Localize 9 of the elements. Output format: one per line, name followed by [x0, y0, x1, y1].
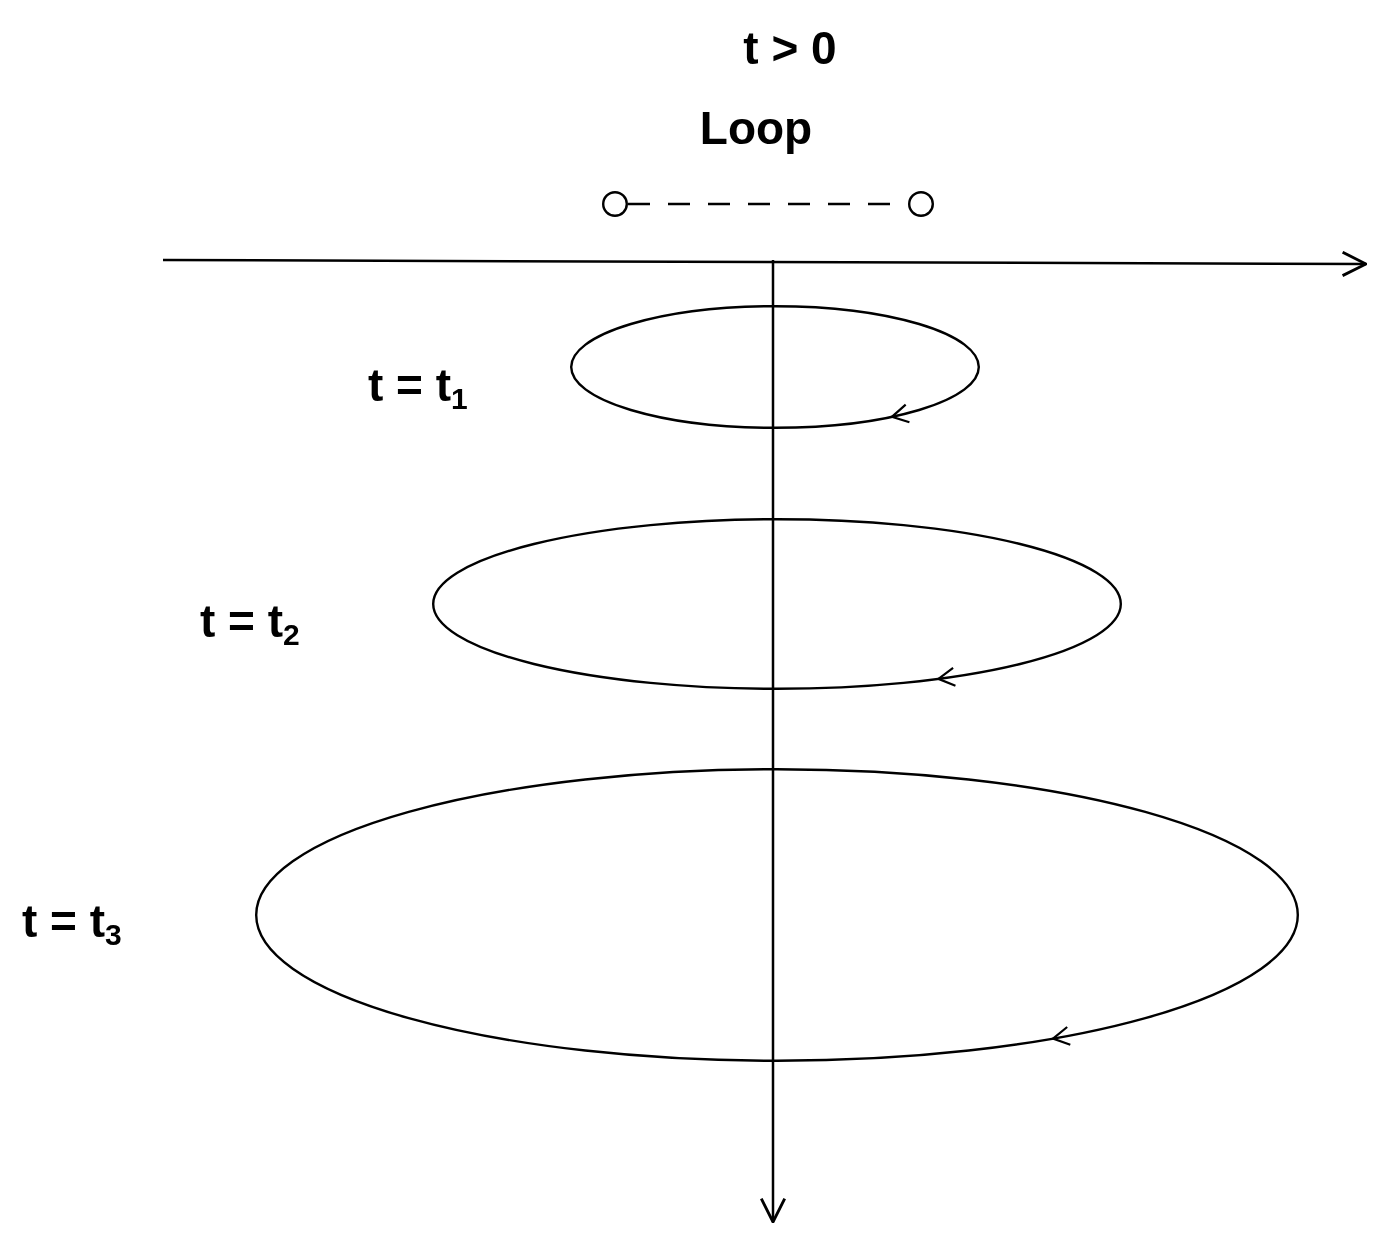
terminal-circle: [908, 191, 934, 217]
terminal-circle: [602, 191, 628, 217]
time-label: t = t$_{2}$: [200, 598, 300, 650]
loop-ellipse: [570, 305, 980, 429]
loop-ellipse: [432, 518, 1122, 690]
loop-ellipse: [255, 768, 1299, 1062]
condition-label: t > 0: [743, 25, 837, 71]
time-label: t = t$_{3}$: [22, 898, 122, 950]
time-label: t = t$_{1}$: [368, 362, 468, 414]
